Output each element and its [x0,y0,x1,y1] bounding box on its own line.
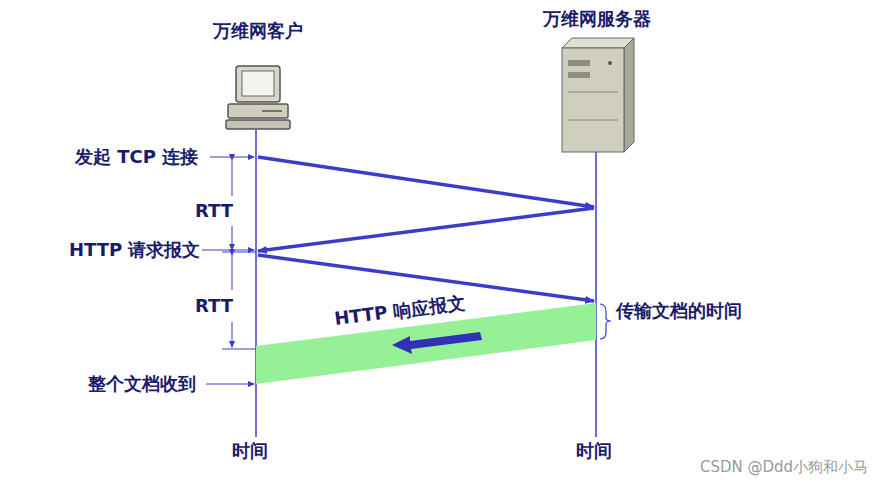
annotation-label: 时间 [576,440,612,462]
client-computer-icon [226,66,290,129]
watermark: CSDN @Ddd小狗和小马 [700,458,868,476]
rtt-dimensions [202,157,256,384]
annotation-label: 发起 TCP 连接 [75,146,198,168]
annotation-label: 整个文档收到 [88,373,196,395]
transfer-bracket [600,304,611,339]
direction-arrow [392,332,482,354]
request-arrow [258,255,594,301]
annotation-label: RTT [195,200,233,222]
client-timeline [255,130,257,437]
syn-arrow [258,157,594,207]
server-node: 万维网服务器 [543,8,651,30]
server-timeline [595,152,597,437]
client-node: 万维网客户 [213,20,303,42]
node-title: 万维网服务器 [543,8,651,30]
ack-arrow [258,208,594,251]
annotation-label: 时间 [232,440,268,462]
annotation-label: 传输文档的时间 [616,300,742,322]
server-tower-icon [562,38,634,152]
annotation-label: HTTP 请求报文 [69,239,201,261]
node-title: 万维网客户 [213,20,303,42]
annotation-label: RTT [195,295,233,317]
